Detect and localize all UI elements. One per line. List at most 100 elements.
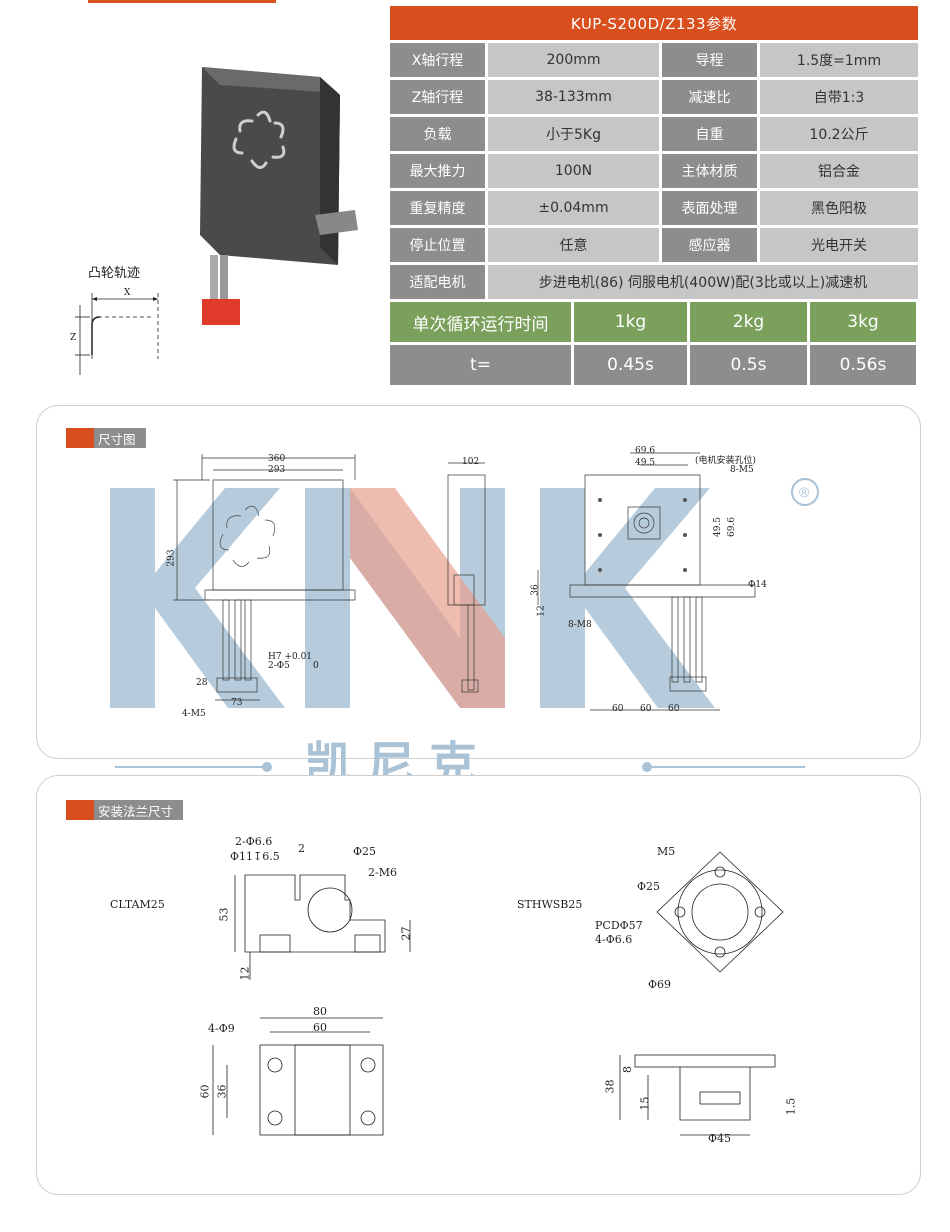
sthwsb-4-phi6-6: 4-Φ6.6	[595, 933, 633, 946]
sthwsb-side-drawing	[619, 1054, 776, 1136]
dim-8-m8: 8-M8	[568, 620, 592, 630]
dim-293-w: 293	[268, 465, 286, 475]
cycle-header-cell: 2kg	[690, 302, 807, 342]
spec-row: 重复精度 ±0.04mm 表面处理 黑色阳极	[390, 191, 918, 225]
cam-z-label: Z	[70, 333, 77, 343]
spec-value: 铝合金	[760, 154, 918, 188]
tag-accent	[66, 428, 94, 448]
sthwsb-h15: 15	[638, 1096, 652, 1111]
dim-12: 12	[536, 605, 547, 617]
sthwsb-h1-5: 1.5	[784, 1097, 798, 1116]
sthwsb-phi25: Φ25	[637, 880, 661, 893]
dim-102: 102	[462, 457, 480, 467]
spec-value: ±0.04mm	[488, 191, 659, 225]
sthwsb-front-drawing	[656, 851, 784, 973]
dim-8-m5: 8-M5	[730, 465, 754, 475]
dim-49-5-v: 49.5	[713, 516, 724, 538]
spec-label: 负载	[390, 117, 485, 151]
spec-label: 重复精度	[390, 191, 485, 225]
spec-row-motor: 适配电机 步进电机(86) 伺服电机(400W)配(3比或以上)减速机	[390, 265, 918, 299]
cltam-phi25: Φ25	[353, 845, 377, 858]
cycle-time-table: 单次循环运行时间 1kg 2kg 3kg t= 0.45s 0.5s 0.56s	[390, 302, 918, 388]
cltam-h27: 27	[399, 926, 413, 941]
cycle-header-row: 单次循环运行时间 1kg 2kg 3kg	[390, 302, 918, 342]
motor-mount-note: (电机安装孔位)	[695, 456, 757, 466]
cltam-w80: 80	[313, 1005, 327, 1018]
spec-value: 38-133mm	[488, 80, 659, 114]
sthwsb-name: STHWSB25	[517, 898, 583, 911]
cltam-2-m6: 2-M6	[368, 866, 397, 879]
cltam-4-phi9: 4-Φ9	[208, 1022, 235, 1035]
spec-row: 停止位置 任意 感应器 光电开关	[390, 228, 918, 262]
dim-73: 73	[231, 698, 243, 708]
dim-60-b: 60	[640, 704, 652, 714]
sthwsb-m5: M5	[657, 845, 676, 858]
spec-label: 自重	[662, 117, 757, 151]
cltam-h36: 36	[215, 1084, 229, 1099]
cltam-h53: 53	[217, 907, 231, 922]
spec-value: 200mm	[488, 43, 659, 77]
dim-28: 28	[196, 678, 208, 688]
spec-value: 自带1:3	[760, 80, 918, 114]
motor-label: 适配电机	[390, 265, 485, 299]
dim-293-h: 293	[166, 549, 177, 567]
dim-phi14: Φ14	[748, 580, 767, 590]
cam-track-diagram	[75, 293, 159, 375]
cycle-data-cell: 0.56s	[810, 345, 916, 385]
dimension-section-title: 尺寸图	[94, 428, 146, 448]
spec-label: 感应器	[662, 228, 757, 262]
spec-value: 任意	[488, 228, 659, 262]
dim-2-phi5: 2-Φ5	[268, 661, 290, 671]
cycle-header-cell: 1kg	[574, 302, 687, 342]
cltam-w60: 60	[313, 1021, 327, 1034]
sthwsb-phi69: Φ69	[648, 978, 672, 991]
spec-value: 光电开关	[760, 228, 918, 262]
flange-panel	[36, 775, 921, 1195]
flange-section-title: 安装法兰尺寸	[94, 800, 184, 820]
cltam-h60: 60	[198, 1084, 212, 1099]
cycle-data-cell: t=	[390, 345, 571, 385]
dim-49-5-h: 49.5	[635, 458, 656, 468]
spec-value: 10.2公斤	[760, 117, 918, 151]
spec-value: 1.5度=1mm	[760, 43, 918, 77]
brand-divider	[115, 762, 805, 772]
cam-track-title: 凸轮轨迹	[88, 266, 141, 281]
cycle-data-cell: 0.5s	[690, 345, 807, 385]
flange-section-tag: 安装法兰尺寸	[66, 800, 184, 820]
spec-label: 表面处理	[662, 191, 757, 225]
dim-tolerance-zero: 0	[313, 661, 319, 671]
spec-value: 黑色阳极	[760, 191, 918, 225]
sthwsb-phi45: Φ45	[708, 1132, 732, 1145]
dim-69-6-h: 69.6	[635, 446, 656, 456]
cycle-data-cell: 0.45s	[574, 345, 687, 385]
knk-watermark-logo: ®	[110, 478, 819, 708]
cltam-2: 2	[298, 842, 305, 855]
cltam-h12: 12	[238, 966, 252, 981]
spec-label: 导程	[662, 43, 757, 77]
cltam-top-drawing	[212, 1017, 384, 1136]
tag-accent	[66, 800, 94, 820]
dim-36: 36	[530, 584, 541, 596]
dim-69-6-v: 69.6	[727, 516, 738, 538]
dim-360: 360	[268, 454, 286, 464]
cycle-header-cell: 3kg	[810, 302, 916, 342]
sthwsb-pcd: PCDΦ57	[595, 919, 643, 932]
spec-table: KUP-S200D/Z133参数 X轴行程 200mm 导程 1.5度=1mm …	[390, 6, 918, 299]
cycle-header-cell: 单次循环运行时间	[390, 302, 571, 342]
cltam-phi11: Φ11↧6.5	[230, 850, 280, 863]
dim-4-m5: 4-M5	[182, 709, 206, 719]
spec-row: 最大推力 100N 主体材质 铝合金	[390, 154, 918, 188]
cam-x-label: X	[124, 288, 131, 298]
spec-value: 小于5Kg	[488, 117, 659, 151]
dim-tolerance: H7 +0.01	[268, 652, 313, 662]
spec-row: X轴行程 200mm 导程 1.5度=1mm	[390, 43, 918, 77]
cltam-front-drawing	[234, 874, 411, 980]
dimension-section-tag: 尺寸图	[66, 428, 146, 448]
front-view-drawing	[173, 454, 356, 701]
back-view-drawing	[537, 452, 756, 711]
cltam-name: CLTAM25	[110, 898, 165, 911]
cycle-data-row: t= 0.45s 0.5s 0.56s	[390, 345, 918, 385]
motor-value: 步进电机(86) 伺服电机(400W)配(3比或以上)减速机	[488, 265, 918, 299]
sthwsb-h8: 8	[621, 1066, 634, 1073]
top-accent-bar	[88, 0, 276, 3]
